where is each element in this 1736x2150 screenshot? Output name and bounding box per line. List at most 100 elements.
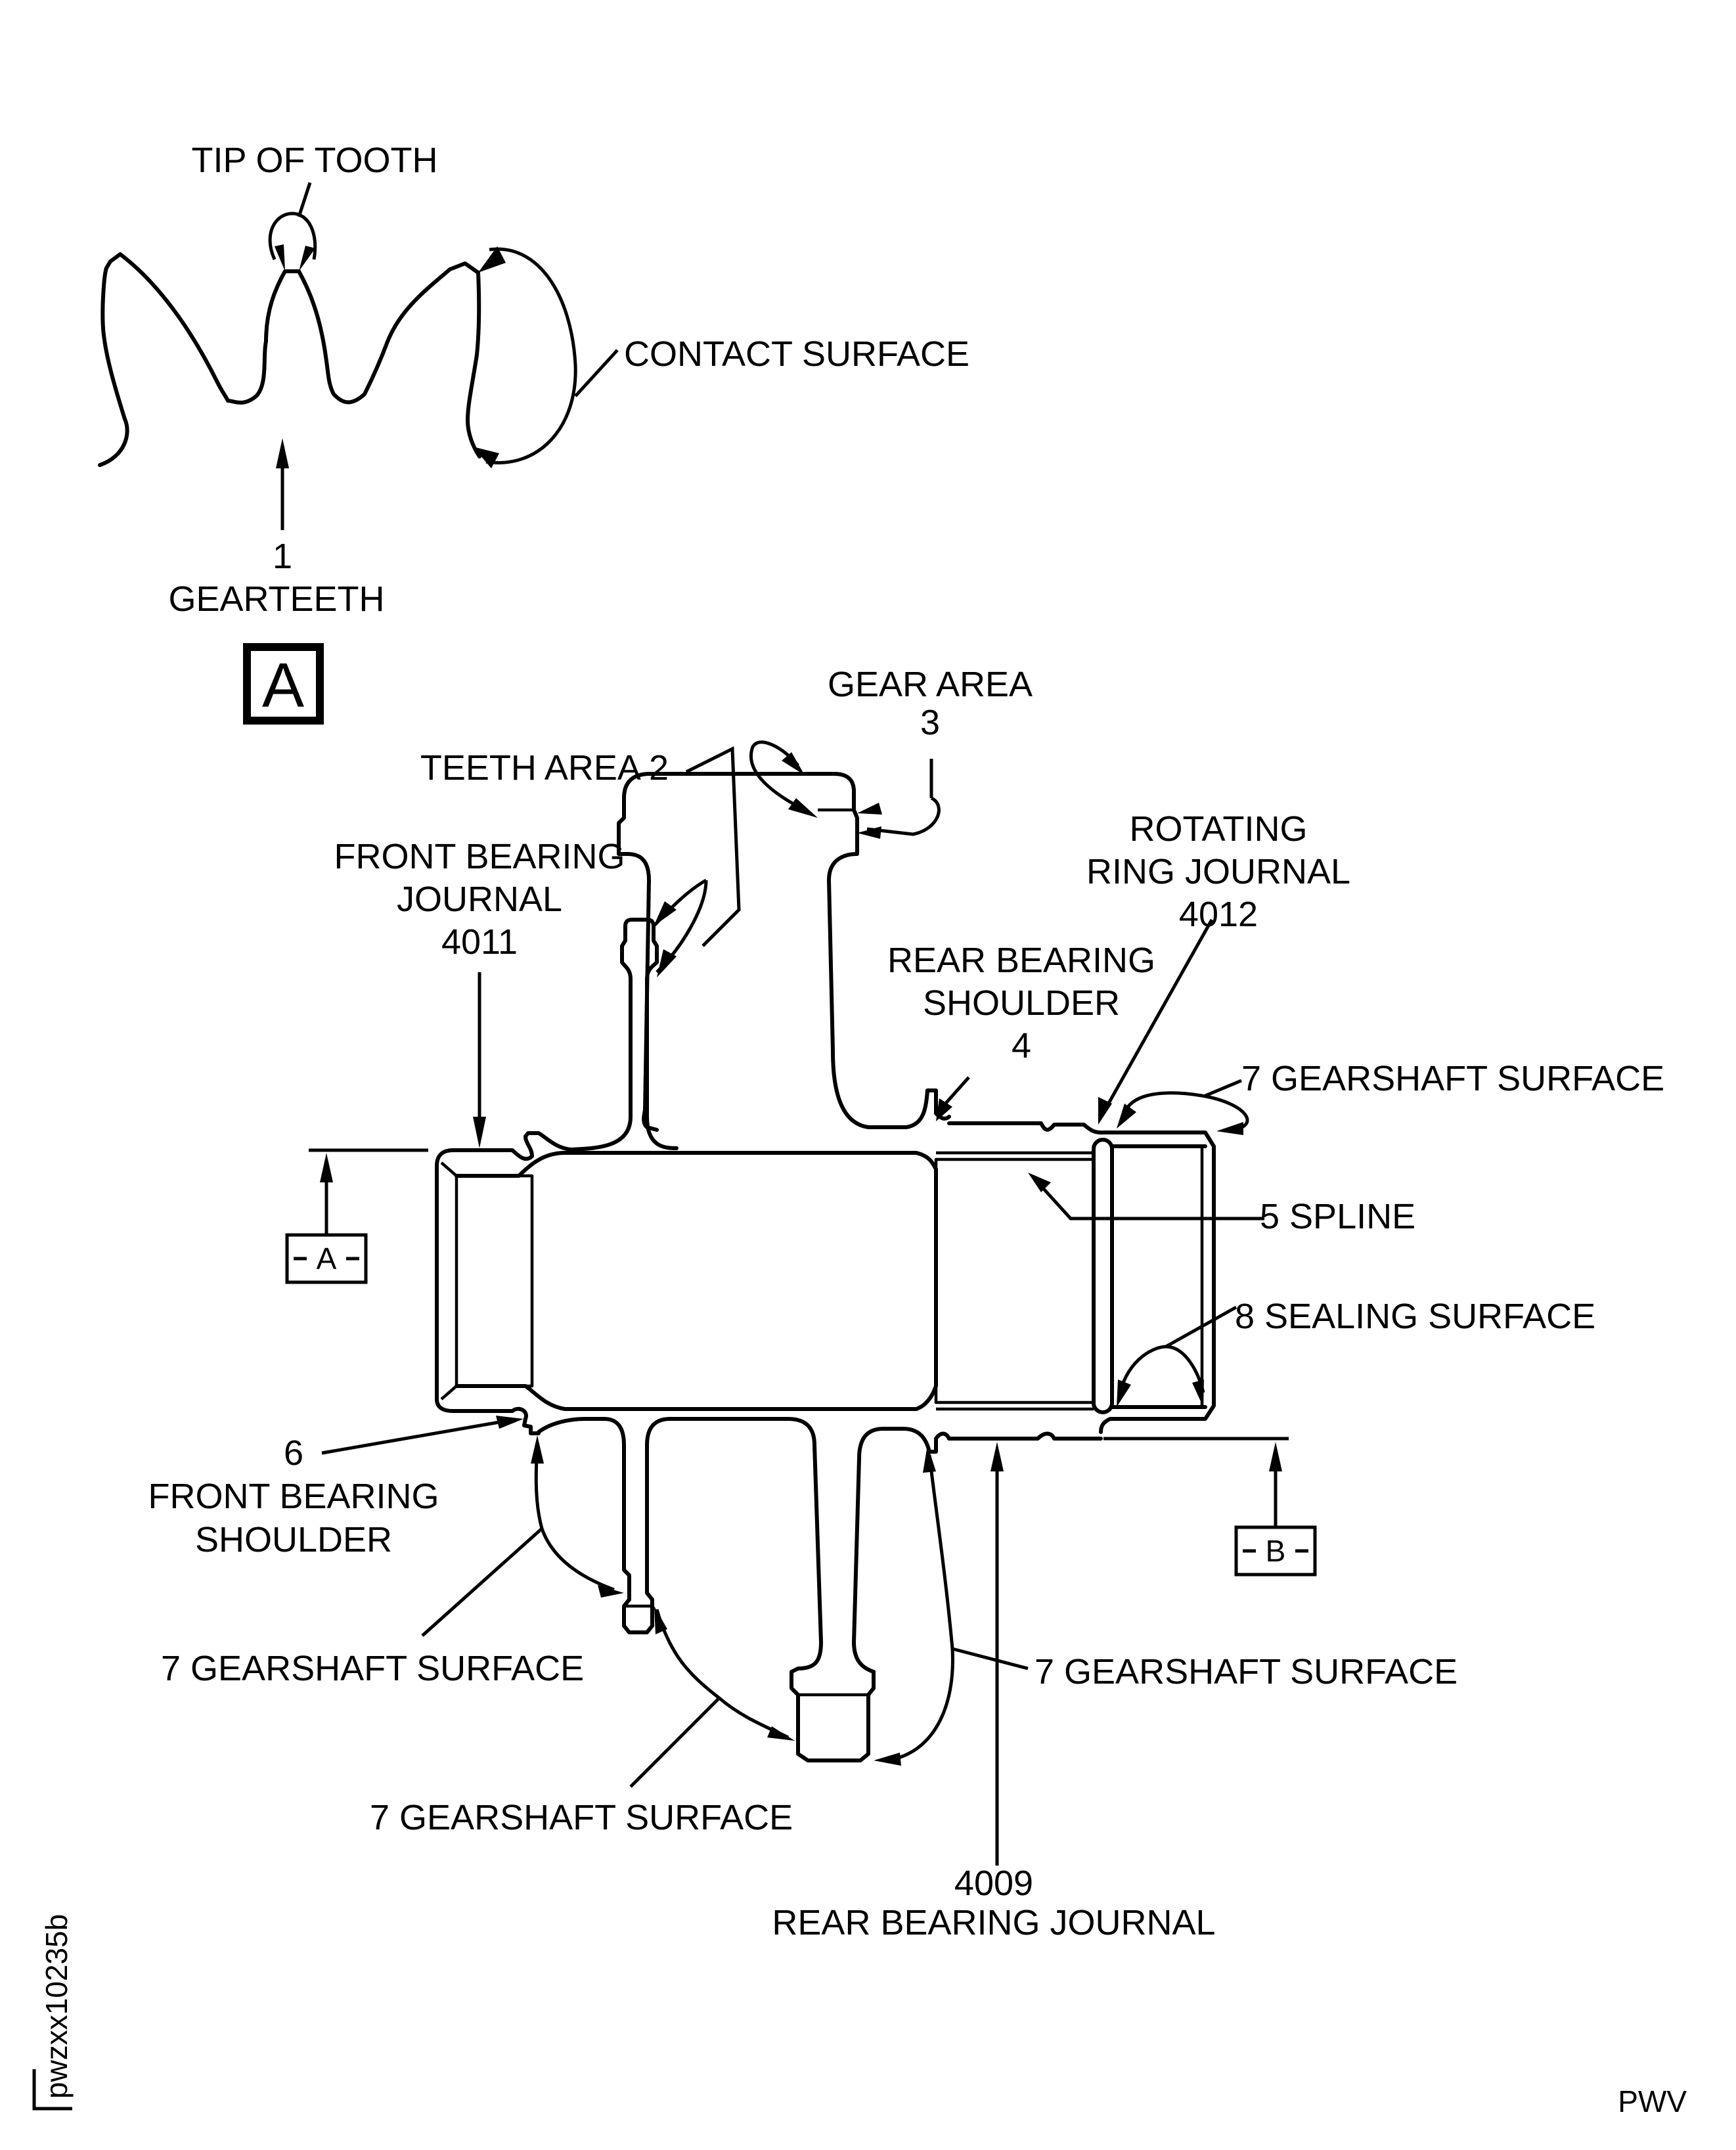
contact-surface-label: CONTACT SURFACE — [624, 334, 969, 374]
gearshaft-surface-bottom-label: 7 GEARSHAFT SURFACE — [370, 1798, 793, 1837]
gearshaft-right-arrowhead-1 — [923, 1445, 936, 1473]
front-journal-number: 4011 — [441, 922, 518, 962]
view-a-box — [243, 643, 324, 725]
gearshaft-right-arc — [886, 1454, 954, 1762]
gearshaft-bottom-arrowhead-2 — [767, 1726, 795, 1741]
gearshaft-bottom-arc — [655, 1609, 790, 1739]
teeth-area-label: TEETH AREA 2 — [420, 748, 669, 788]
tip-of-tooth-label: TIP OF TOOTH — [191, 141, 437, 180]
lower-front-web — [537, 1417, 951, 1762]
front-journal-arrowhead — [473, 1117, 486, 1148]
gear-tooth-profile — [98, 252, 481, 467]
shaft-bottom-rear — [947, 1431, 1103, 1441]
sealing-arrowhead-1 — [1117, 1379, 1131, 1407]
footer-code: PWV — [1618, 2084, 1687, 2118]
gearshaft-left-arrowhead-1 — [531, 1435, 544, 1464]
ring-journal-arrowhead — [1098, 1097, 1112, 1125]
teeth-area-arrowhead-4 — [657, 949, 677, 977]
view-a-marker: A — [243, 643, 324, 725]
teeth-area-arrowhead-2 — [788, 798, 818, 818]
rear-shoulder-arrowhead — [936, 1098, 952, 1121]
tip-arc — [268, 212, 317, 261]
callout-labels: GEAR AREA 3 TEETH AREA 2 FRONT BEARING J… — [148, 665, 1664, 1942]
ring-journal-number: 4012 — [1179, 895, 1258, 934]
sealing-arrowhead-2 — [1192, 1379, 1204, 1407]
contact-arrowhead-bottom — [473, 447, 499, 468]
figure-id-block: pwzxx10235b — [32, 1914, 74, 2111]
teeth-area-leader — [685, 746, 741, 947]
gearshaft-surface-left-label: 7 GEARSHAFT SURFACE — [161, 1649, 584, 1688]
spline-label: 5 SPLINE — [1260, 1197, 1415, 1236]
tip-leader — [297, 182, 312, 217]
rear-shoulder-number: 4 — [1012, 1026, 1031, 1065]
datum-b-symbol: B — [1234, 1525, 1317, 1577]
contact-arrowhead-top — [478, 246, 506, 273]
ring-journal-leader — [1103, 918, 1214, 1111]
front-chamfer-top — [440, 1161, 458, 1177]
shaft-bottom-front — [435, 1397, 541, 1435]
gearshaft-right-arrowhead-2 — [874, 1753, 901, 1766]
gearteeth-arrowhead — [276, 438, 289, 468]
seal-groove — [1092, 1138, 1114, 1414]
gear-area-arrowhead-2 — [857, 826, 881, 839]
gearshaft-right-leader — [952, 1647, 1029, 1670]
teeth-area-arrowhead-1 — [782, 752, 805, 775]
teeth-area-arrowhead-3 — [654, 901, 677, 926]
front-bore-step — [455, 1174, 534, 1388]
detail-a-gear-teeth: TIP OF TOOTH CONTACT SURFACE 1 GEARTEETH — [98, 141, 969, 619]
rear-shoulder-label-line1: REAR BEARING — [887, 941, 1155, 980]
front-shoulder-number: 6 — [284, 1433, 303, 1473]
datum-a-arrowhead — [320, 1153, 333, 1182]
front-shoulder-label-line1: FRONT BEARING — [148, 1477, 439, 1516]
datum-a-symbol: A — [285, 1233, 368, 1284]
front-journal-label-line2: JOURNAL — [397, 880, 562, 919]
upper-front-web — [569, 918, 679, 1152]
contact-arc — [485, 247, 577, 464]
ring-journal-label-line2: RING JOURNAL — [1086, 852, 1350, 891]
front-chamfer-bottom — [440, 1385, 458, 1400]
gearteeth-label: GEARTEETH — [168, 579, 384, 619]
gearshaft-bottom-leader — [629, 1697, 721, 1788]
ring-journal-label-line1: ROTATING — [1130, 809, 1308, 849]
front-shoulder-label-line2: SHOULDER — [195, 1520, 392, 1559]
sealing-arc — [1118, 1345, 1205, 1393]
gearshaft-top-arrowhead-2 — [1216, 1122, 1243, 1135]
shaft-top-rear — [947, 1121, 1216, 1434]
gearshaft-bottom-arrowhead-1 — [654, 1606, 667, 1634]
rear-journal-label: REAR BEARING JOURNAL — [772, 1903, 1215, 1942]
gear-area-number: 3 — [920, 703, 940, 742]
gearshaft-top-arc — [1121, 1091, 1249, 1132]
gearshaft-top-leader — [1205, 1079, 1242, 1098]
figure-id-corner — [32, 2069, 72, 2111]
shaft-top-outer — [435, 1131, 573, 1168]
contact-leader — [574, 349, 619, 397]
upper-gear-web — [617, 772, 951, 1132]
datum-a-letter: A — [317, 1242, 337, 1276]
gear-area-arrowhead-1 — [857, 803, 882, 815]
tip-arrowhead-left — [275, 244, 285, 271]
callout-leaders — [320, 740, 1282, 1866]
spline-leader — [1036, 1181, 1264, 1221]
rear-shoulder-label-line2: SHOULDER — [923, 983, 1120, 1023]
gearshaft-left-arrowhead-2 — [598, 1585, 624, 1598]
bore-outline — [455, 1151, 938, 1411]
spline-arrowhead — [1028, 1173, 1051, 1192]
gear-area-label: GEAR AREA — [828, 665, 1033, 704]
gearshaft-left-leader — [421, 1527, 543, 1637]
tip-arrowhead-right — [299, 246, 315, 271]
datum-b-letter: B — [1266, 1534, 1286, 1568]
gearshaft-surface-right-label: 7 GEARSHAFT SURFACE — [1035, 1652, 1458, 1691]
gearshaft-surface-top-label: 7 GEARSHAFT SURFACE — [1241, 1059, 1664, 1098]
sealing-leader — [1165, 1305, 1237, 1349]
gearshaft-left-arc — [534, 1445, 615, 1592]
figure-id-text: pwzxx10235b — [39, 1914, 74, 2099]
datum-b-arrowhead — [1269, 1442, 1282, 1471]
gearshaft-section — [309, 772, 1289, 1762]
front-journal-label-line1: FRONT BEARING — [334, 837, 625, 876]
gearteeth-number: 1 — [273, 537, 292, 576]
gear-area-arc — [866, 796, 941, 836]
sealing-surface-label: 8 SEALING SURFACE — [1235, 1297, 1595, 1336]
rear-shoulder-leader — [941, 1076, 970, 1108]
view-a-letter: A — [262, 650, 304, 721]
